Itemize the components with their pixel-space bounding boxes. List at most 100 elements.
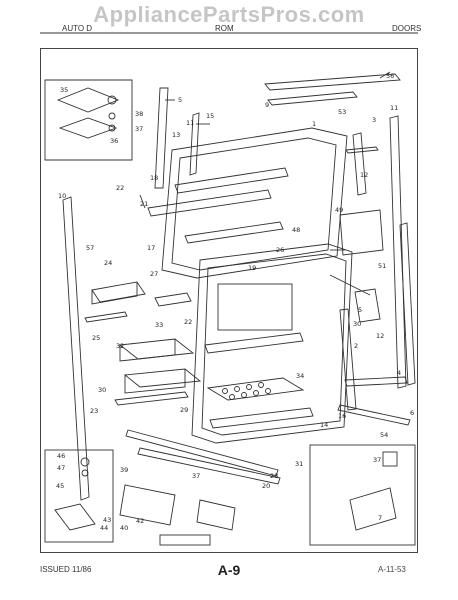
handle-block-49 [339,209,384,256]
trim-11-left [189,112,200,176]
bin-32 [123,368,202,388]
top-trim-56 [264,73,401,91]
callout-label: 21 [140,200,148,208]
callout-label: 47 [57,464,65,472]
header-left: AUTO D [62,24,93,33]
egg-tray-cups [222,382,271,400]
page-number: A-9 [217,562,241,578]
callout-label: 22 [184,318,192,326]
callout-label: 45 [56,482,64,490]
callout-label: 40 [120,524,128,532]
freezer-shelf-18 [174,167,289,194]
callout-label: 33 [155,321,163,329]
issued-date: ISSUED 11/86 [40,565,92,574]
callout-label: 23 [90,407,98,415]
callout-label: 6 [410,409,414,417]
hinge-plate-upper [56,87,120,113]
header-center: ROM [215,24,234,33]
callout-label: 17 [147,244,155,252]
callout-label: 54 [380,431,388,439]
trim-28 [125,429,279,477]
callout-label: 7 [378,514,382,522]
header-right: DOORS [392,24,422,33]
callout-label: 39 [120,466,128,474]
callout-label: 28 [270,472,278,480]
watermark: AppliancePartsPros.com [93,2,365,27]
callout-label: 15 [206,112,214,120]
callout-label: 27 [150,270,158,278]
callout-label: 24 [104,259,112,267]
callout-labels: 1 2 3 4 5 6 7 9 10 11 11 12 12 13 14 15 … [56,72,414,532]
door-panel-window [217,283,293,331]
door-shelf-31 [209,407,314,429]
callout-label: 29 [180,406,188,414]
callout-label: 1 [312,120,316,128]
bushing-37 [382,451,398,467]
callout-label: 30 [353,320,361,328]
bottom-right-inset [309,444,416,546]
callout-label: 10 [58,192,66,200]
callout-label: 5 [178,96,182,104]
trim-5 [154,87,169,189]
callout-label: 37 [192,472,200,480]
hinge-bracket-41 [196,499,236,531]
callout-label: 11 [186,119,194,127]
door-shelf-1 [204,332,304,354]
hinge-bracket-39 [119,484,176,526]
hinge-bar [159,534,211,546]
trim-12-upper [352,132,367,196]
callout-label: 35 [60,86,68,94]
freezer-shelf-17 [184,221,284,244]
freezer-shelf-21 [147,189,272,217]
callout-label: 12 [360,171,368,179]
callout-label: 57 [86,244,94,252]
callout-label: 13 [172,131,180,139]
hinge-plate-lower [58,117,118,139]
diagram-frame [40,48,418,553]
handle-30 [354,288,381,323]
callout-label: 26 [276,246,284,254]
callout-label: 46 [57,452,65,460]
document-code: A-11-53 [378,565,406,574]
callout-label: 4 [397,369,401,377]
callout-label: 5 [358,306,362,314]
bin-33 [118,338,195,360]
callout-label: 25 [92,334,100,342]
callout-label: 44 [100,524,108,532]
callout-label: 49 [335,206,343,214]
fresh-food-door-liner [201,253,347,436]
callout-label: 53 [338,108,346,116]
trim-54 [337,404,411,426]
trim-2 [339,308,357,411]
freezer-door-liner [171,137,337,271]
callout-label: 36 [110,137,118,145]
egg-tray [206,377,305,401]
callout-label: 3 [372,116,376,124]
callout-label: 12 [376,332,384,340]
callout-label: 20 [262,482,270,490]
callout-label: 38 [135,110,143,118]
long-gasket-57 [62,196,90,501]
fresh-food-door [191,243,353,444]
freezer-door [161,127,348,279]
callout-label: 11 [390,104,398,112]
hinge-cover-7 [349,487,397,531]
trim-7 [344,376,408,387]
callout-label: 56 [386,72,394,80]
callout-label: 2 [354,342,358,350]
callout-label: 31 [295,460,303,468]
callout-label: 9 [265,101,269,109]
callout-label: 32 [116,342,124,350]
lower-hinge-inset [44,449,114,543]
callout-label: 30 [98,386,106,394]
trim-4 [399,222,416,386]
callout-label: 43 [103,516,111,524]
trim-20 [137,447,281,485]
callout-label: 48 [292,226,300,234]
butter-cover-27 [154,292,192,307]
butter-bin-24 [91,281,146,303]
callout-label: 16 [338,412,346,420]
trim-3 [389,115,407,389]
